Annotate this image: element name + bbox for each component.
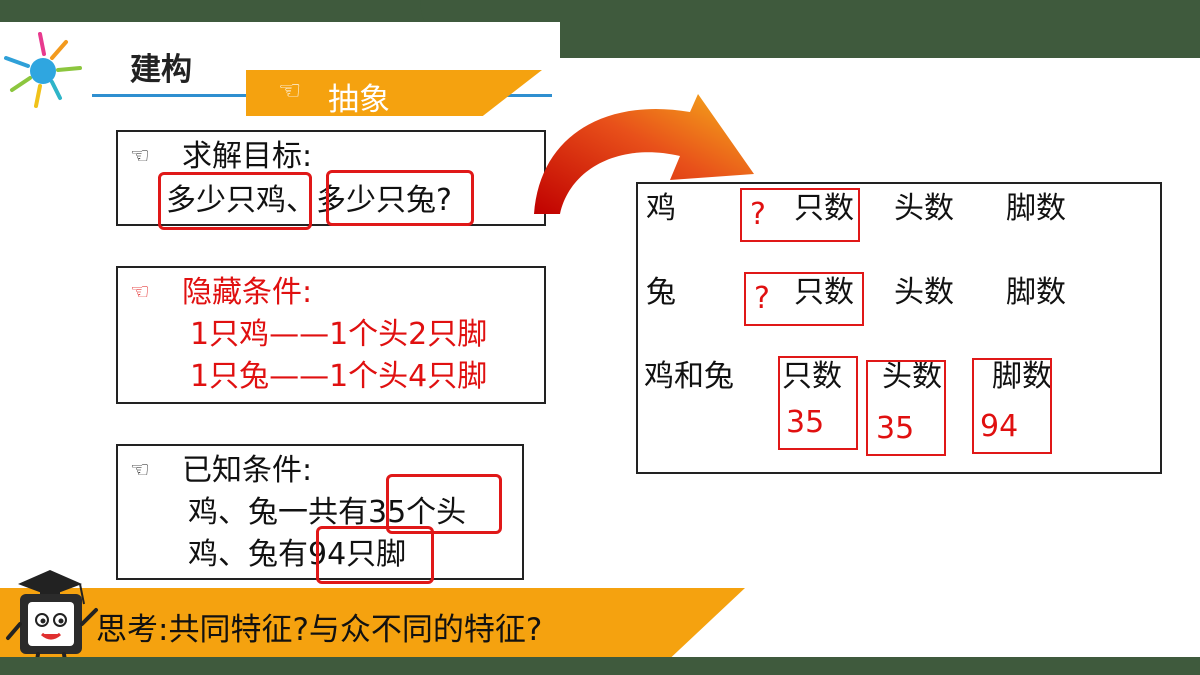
highlight-rabbit-count [326,170,474,226]
relation-table-box [636,182,1162,474]
known-label: 已知条件: [182,453,313,488]
hidden-line-chicken: 1只鸡——1个头2只脚 [190,317,488,352]
total-feet-value: 94 [980,409,1019,444]
highlight-total-count [778,356,858,450]
sun-icon [4,32,82,108]
highlight-total-feet [972,358,1052,454]
highlight-rabbit-unknown [744,272,864,326]
mascot-icon [6,570,98,670]
title-underline [92,94,252,97]
row-rabbit-count: 只数 [794,275,854,310]
row-chicken-unknown: ? [750,197,766,232]
pointing-hand-icon: ☜ [130,458,150,483]
row-chicken-name: 鸡 [646,191,676,226]
row-both-heads: 头数 [882,359,942,394]
pointing-hand-icon: ☜ [278,76,302,106]
hidden-conditions-box [116,266,546,404]
goal-label: 求解目标: [182,139,313,174]
row-chicken-count: 只数 [794,191,854,226]
slide-title: 建构 [130,52,192,88]
goal-text: 多少只鸡、多少只兔? [166,183,452,218]
row-rabbit-heads: 头数 [894,275,954,310]
header-background [0,22,560,62]
row-rabbit-unknown: ? [754,281,770,316]
abstract-banner [246,70,542,116]
row-rabbit-feet: 脚数 [1006,275,1066,310]
row-chicken-heads: 头数 [894,191,954,226]
think-text: 思考:共同特征?与众不同的特征? [96,612,543,648]
bottom-bar [0,657,1200,675]
highlight-chicken-count [158,172,312,230]
goal-box [116,130,546,226]
row-chicken-feet: 脚数 [1006,191,1066,226]
highlight-chicken-unknown [740,188,860,242]
known-line-feet: 鸡、兔有94只脚 [188,537,407,572]
row-both-count: 只数 [782,359,842,394]
hidden-line-rabbit: 1只兔——1个头4只脚 [190,359,488,394]
highlight-feet [316,526,434,584]
known-conditions-box [116,444,524,580]
banner-text: 抽象 [328,82,390,118]
highlight-total-heads [866,360,946,456]
row-both-feet: 脚数 [992,359,1052,394]
curved-arrow-icon [534,94,754,214]
think-banner [0,588,745,658]
pointing-hand-icon: ☜ [130,280,150,305]
pointing-hand-icon: ☜ [130,144,150,169]
row-both-name: 鸡和兔 [644,359,734,394]
highlight-heads [386,474,502,534]
hidden-label: 隐藏条件: [182,275,313,310]
total-heads-value: 35 [876,411,915,446]
total-count-value: 35 [786,405,825,440]
row-rabbit-name: 兔 [646,275,676,310]
known-line-heads: 鸡、兔一共有35个头 [188,495,467,530]
